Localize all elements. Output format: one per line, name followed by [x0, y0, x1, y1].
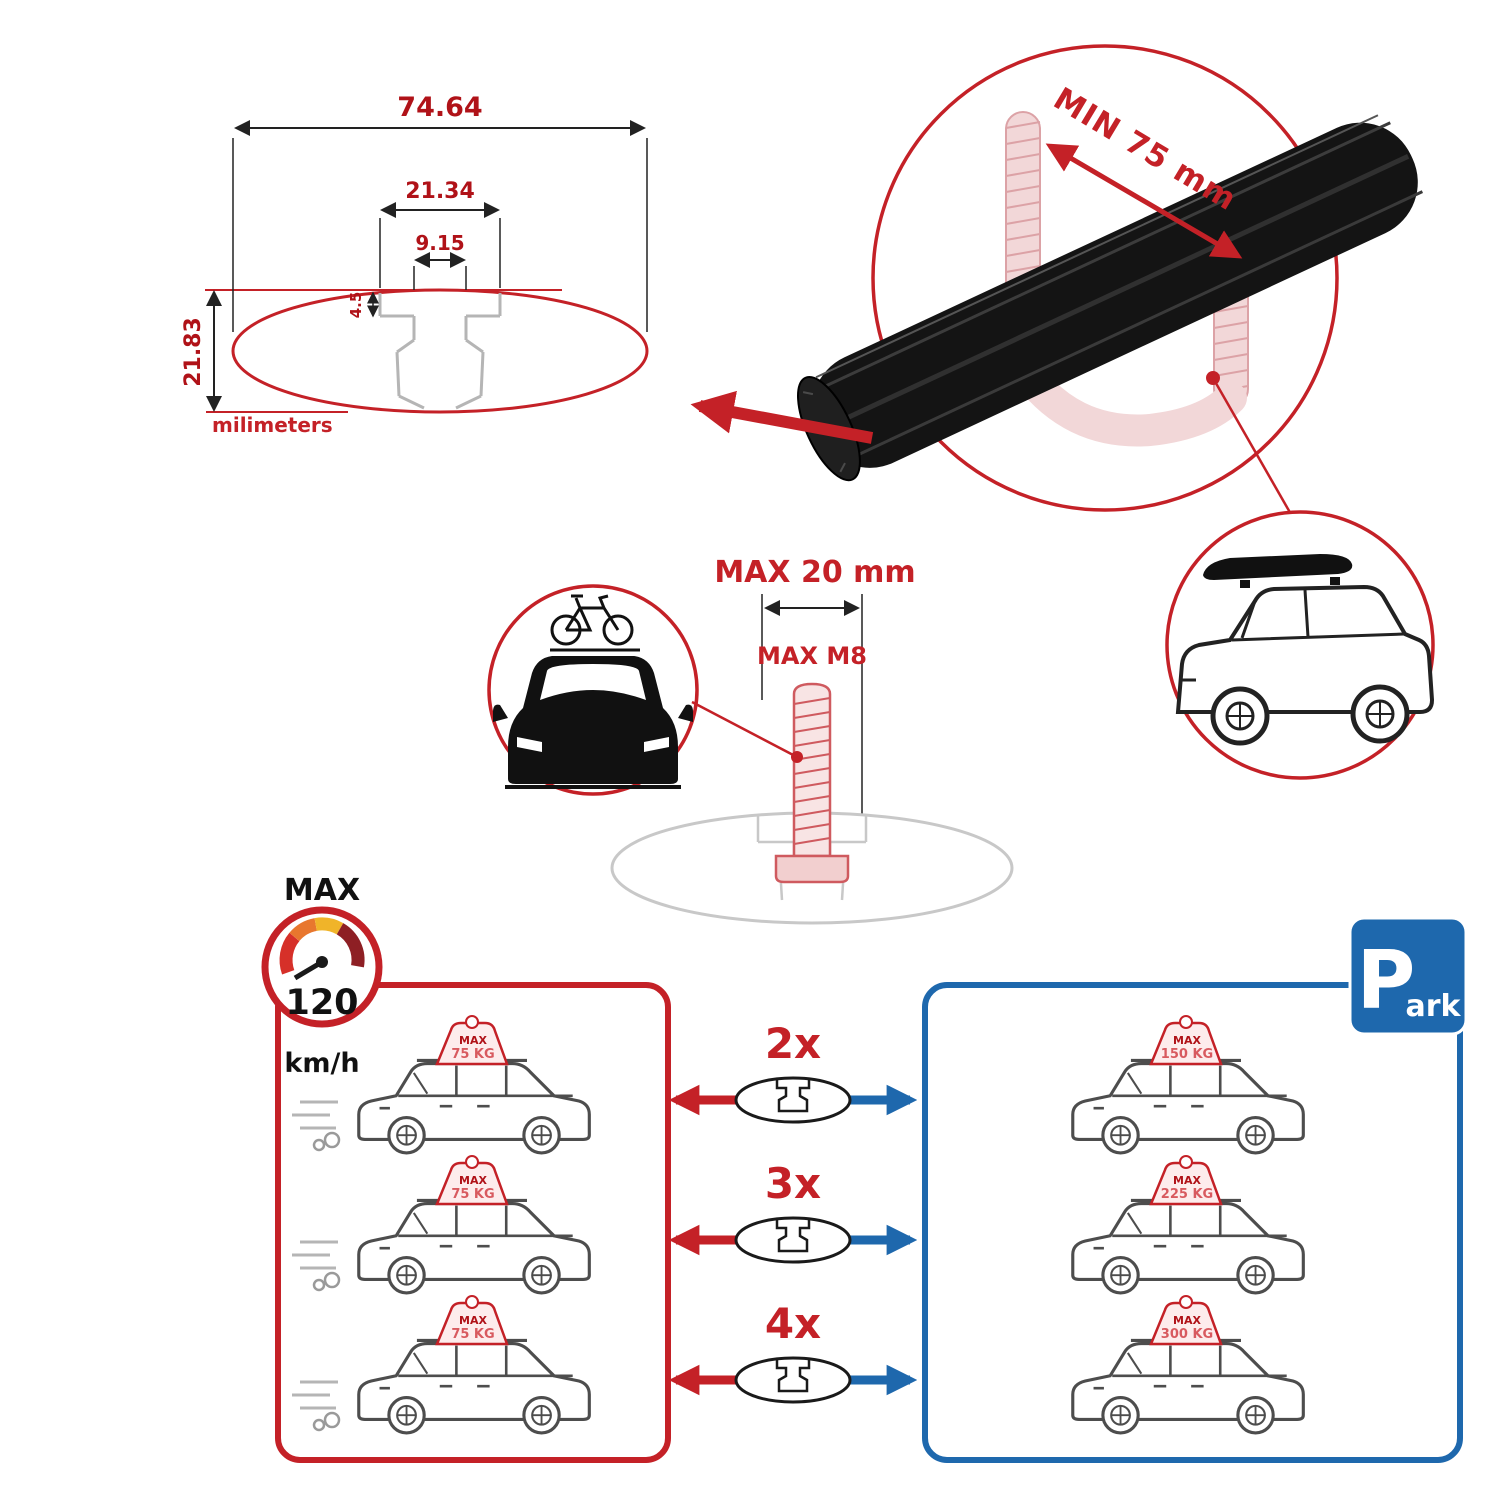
svg-text:75 KG: 75 KG	[451, 1047, 494, 1062]
suv-body	[1175, 584, 1435, 714]
speed-limit-gauge: MAX 120 km/h	[261, 873, 383, 1079]
multiplier-label: 2x	[765, 1019, 821, 1068]
svg-text:MAX: MAX	[1173, 1174, 1201, 1187]
profile-dimension-drawing: 74.64 21.34 9.15 4.5 21.83 milimeters	[181, 92, 649, 437]
speed-value: 120	[285, 983, 358, 1023]
svg-text:75 KG: 75 KG	[451, 1187, 494, 1202]
load-badge: MAX 75 KG	[435, 1295, 509, 1346]
crossbar-section-icon	[734, 1076, 852, 1124]
park-sign: P ark	[1348, 916, 1468, 1036]
driving-row-2: MAX 75 KG	[292, 1155, 591, 1295]
units-label: milimeters	[212, 413, 333, 437]
bolt-max-width-label: MAX 20 mm	[714, 555, 915, 590]
bolt-dimension: MAX 20 mm MAX M8	[610, 555, 1014, 925]
bolt-leader-line	[691, 700, 798, 759]
bolt-max-thread-label: MAX M8	[757, 642, 867, 670]
profile-ellipse	[231, 288, 649, 414]
vehicle-front-circle	[487, 584, 699, 796]
svg-text:75 KG: 75 KG	[451, 1327, 494, 1342]
quantity-row-2: 3x	[668, 1159, 918, 1264]
detail-to-drawing-arrow	[690, 390, 874, 444]
load-badge: MAX 75 KG	[435, 1155, 509, 1206]
load-badge: MAX 300 KG	[1149, 1295, 1223, 1346]
load-badge: MAX 150 KG	[1149, 1015, 1223, 1066]
parked-row-3: MAX 300 KG	[1071, 1295, 1305, 1435]
suv-roofbox-circle	[1165, 510, 1435, 780]
t-bolt	[774, 682, 850, 884]
bike-icon	[550, 594, 634, 646]
svg-text:MAX: MAX	[1173, 1314, 1201, 1327]
roof-box	[1203, 554, 1353, 580]
multiplier-label: 3x	[765, 1159, 821, 1208]
svg-text:MAX: MAX	[459, 1174, 487, 1187]
svg-text:MAX: MAX	[1173, 1034, 1201, 1047]
t-slot-profile	[378, 293, 502, 410]
load-badge: MAX 225 KG	[1149, 1155, 1223, 1206]
park-sign-ark: ark	[1406, 989, 1462, 1024]
multiplier-label: 4x	[765, 1299, 821, 1348]
parked-row-2: MAX 225 KG	[1071, 1155, 1305, 1295]
crossbar-section-icon	[734, 1216, 852, 1264]
quantity-rows: 2x 3x 4x	[668, 1019, 918, 1404]
svg-text:MAX: MAX	[459, 1314, 487, 1327]
quantity-row-1: 2x	[668, 1019, 918, 1124]
dim-total-height: 21.83	[181, 317, 206, 387]
svg-text:MAX: MAX	[459, 1034, 487, 1047]
crossbar-detail-circle: MIN 75 mm	[797, 44, 1424, 512]
load-badge: MAX 75 KG	[435, 1015, 509, 1066]
crossbar-section-icon	[734, 1356, 852, 1404]
dim-total-width: 74.64	[397, 92, 482, 123]
svg-text:225 KG: 225 KG	[1161, 1187, 1213, 1202]
park-sign-plate	[1348, 916, 1468, 1036]
speed-units: km/h	[284, 1048, 359, 1079]
svg-text:150 KG: 150 KG	[1161, 1047, 1213, 1062]
speed-max-label: MAX	[284, 873, 360, 908]
park-sign-p: P	[1357, 934, 1416, 1027]
driving-row-3: MAX 75 KG	[292, 1295, 591, 1435]
svg-text:300 KG: 300 KG	[1161, 1327, 1213, 1342]
clamp-to-vehicle-leader	[1211, 377, 1294, 517]
driving-row-1: MAX 75 KG	[292, 1015, 591, 1155]
dim-lip-depth: 4.5	[347, 292, 365, 319]
driving-vehicle-rows: MAX 75 KG MAX 75 KG	[292, 1015, 591, 1435]
quantity-row-3: 4x	[668, 1299, 918, 1404]
dim-slot-inner: 9.15	[415, 231, 464, 255]
min-span-arrow	[1045, 143, 1243, 259]
parked-row-1: MAX 150 KG	[1071, 1015, 1305, 1155]
gauge-arcs	[279, 917, 365, 975]
dim-slot-outer: 21.34	[405, 179, 475, 204]
parked-vehicle-rows: MAX 150 KG MAX 225 KG MAX 300 KG	[1071, 1015, 1305, 1435]
